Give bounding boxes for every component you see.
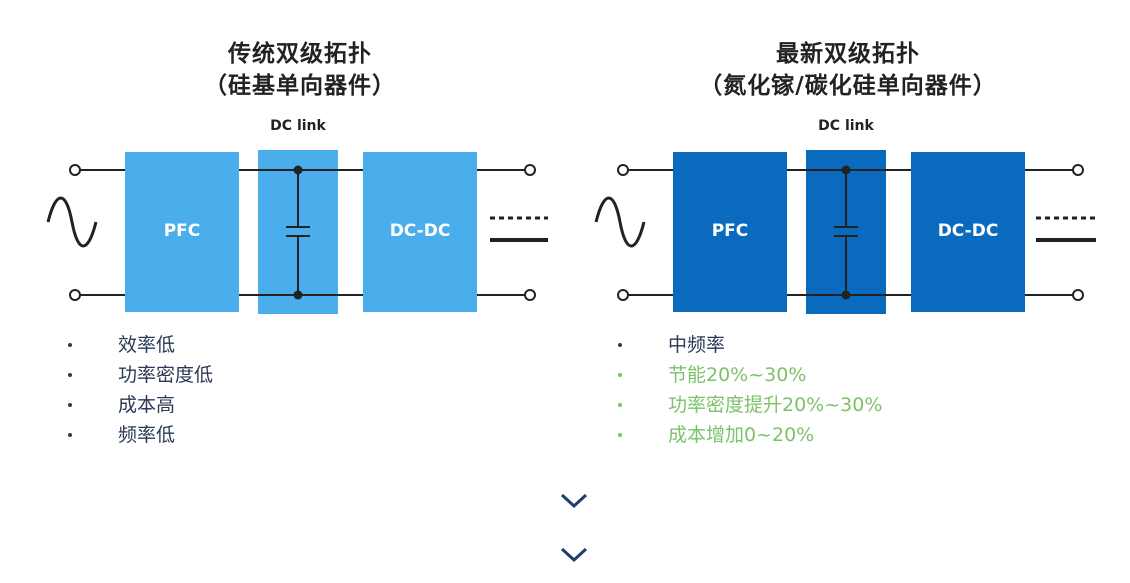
input-terminal-bottom <box>69 289 81 301</box>
dc-symbol-icon <box>490 216 548 242</box>
capacitor-icon <box>286 165 310 300</box>
dcdc-block <box>911 152 1025 312</box>
input-terminal-top <box>69 164 81 176</box>
pfc-block <box>673 152 787 312</box>
dc-link-label: DC link <box>270 118 326 134</box>
new-circuit-diagram: PFC DC-DC <box>594 150 1096 314</box>
dcdc-label: DC-DC <box>390 221 451 241</box>
input-terminal-top <box>617 164 629 176</box>
sine-wave-icon <box>594 196 646 248</box>
new-topology-panel: 最新双级拓扑 （氮化镓/碳化硅单向器件） DC link PFC DC-DC <box>548 0 1108 460</box>
dc-link-label: DC link <box>818 118 874 134</box>
list-item: 成本高 <box>68 390 213 420</box>
capacitor-icon <box>834 165 858 300</box>
output-terminal-top <box>524 164 536 176</box>
traditional-topology-panel: 传统双级拓扑 （硅基单向器件） DC link PFC DC-DC <box>0 0 560 460</box>
traditional-features-list: 效率低 功率密度低 成本高 频率低 <box>68 330 213 450</box>
list-item: 频率低 <box>68 420 213 450</box>
pfc-block <box>125 152 239 312</box>
list-item: 功率密度低 <box>68 360 213 390</box>
list-item: 中频率 <box>618 330 882 360</box>
traditional-topology-title: 传统双级拓扑 （硅基单向器件） <box>204 41 396 99</box>
sine-wave-icon <box>46 196 98 248</box>
list-item: 节能20%~30% <box>618 360 882 390</box>
output-terminal-bottom <box>1072 289 1084 301</box>
list-item: 功率密度提升20%~30% <box>618 390 882 420</box>
output-terminal-top <box>1072 164 1084 176</box>
chevron-down-icon <box>560 493 588 509</box>
traditional-circuit-diagram: PFC DC-DC <box>46 150 548 314</box>
dcdc-label: DC-DC <box>938 221 999 241</box>
new-topology-title: 最新双级拓扑 （氮化镓/碳化硅单向器件） <box>699 41 997 99</box>
new-features-list: 中频率 节能20%~30% 功率密度提升20%~30% 成本增加0~20% <box>618 330 882 450</box>
list-item: 效率低 <box>68 330 213 360</box>
dc-symbol-icon <box>1036 216 1096 242</box>
chevron-down-icon <box>560 547 588 563</box>
pfc-label: PFC <box>164 221 201 241</box>
input-terminal-bottom <box>617 289 629 301</box>
list-item: 成本增加0~20% <box>618 420 882 450</box>
output-terminal-bottom <box>524 289 536 301</box>
pfc-label: PFC <box>712 221 749 241</box>
dcdc-block <box>363 152 477 312</box>
